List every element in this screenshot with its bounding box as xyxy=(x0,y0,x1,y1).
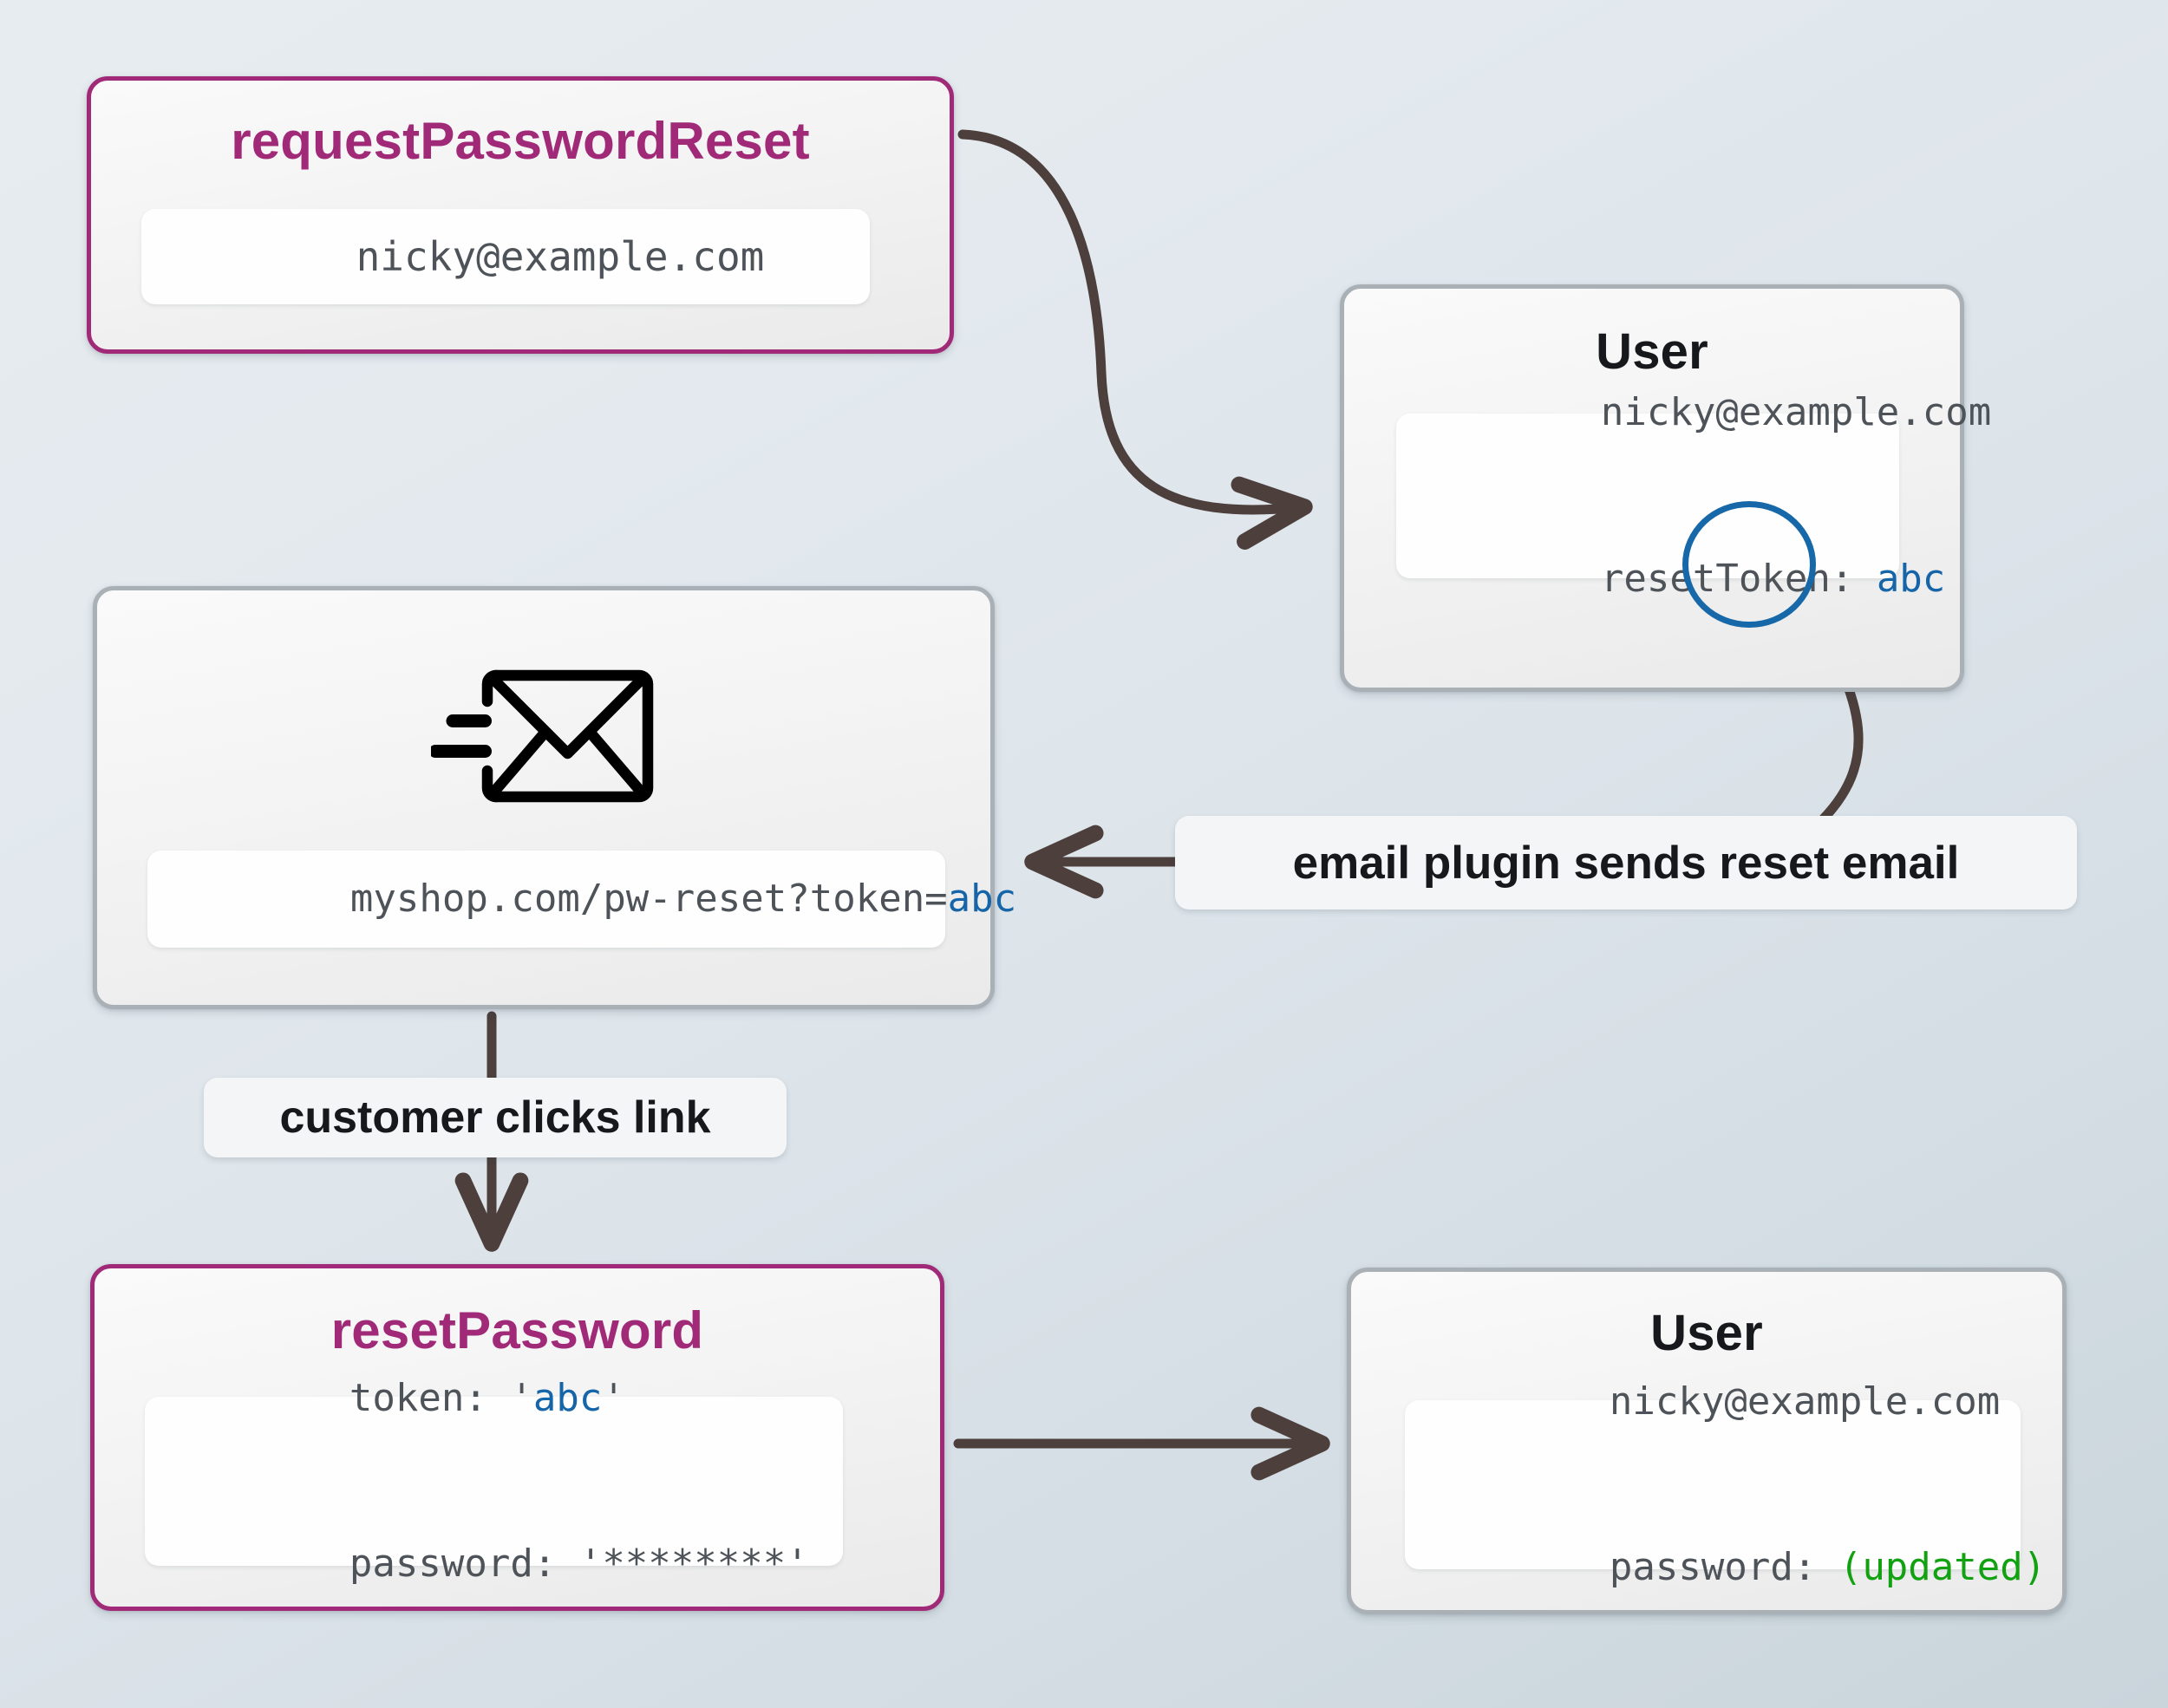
panel-line: myshop.com/pw-reset?token=abc xyxy=(167,816,1016,981)
edge-label-email-plugin: email plugin sends reset email xyxy=(1175,816,2077,909)
panel-user-updated: nicky@example.com password: (updated) xyxy=(1405,1379,2046,1589)
email-value: nicky@example.com xyxy=(1600,390,1992,435)
password-status: (updated) xyxy=(1838,1545,2047,1590)
panel-user-with-token: nicky@example.com resetToken: abc xyxy=(1396,390,1991,601)
reset-url-base: myshop.com/pw-reset?token= xyxy=(349,877,948,922)
panel-line: password: (updated) xyxy=(1426,1485,2046,1651)
panel-line: password: '********' xyxy=(166,1482,822,1647)
node-title-request-password-reset: requestPasswordReset xyxy=(231,112,810,170)
panel-line: resetToken: abc xyxy=(1417,496,1945,662)
edge-label-customer-clicks: customer clicks link xyxy=(204,1078,787,1157)
password-label: password: xyxy=(1609,1545,1839,1590)
panel-reset-password: token: 'abc' password: '********' xyxy=(145,1376,843,1586)
panel-line: nicky@example.com xyxy=(164,170,847,343)
token-label: token: ' xyxy=(349,1375,533,1420)
reset-url-token: abc xyxy=(947,877,1017,922)
token-value: abc xyxy=(532,1375,603,1420)
edge-label-text: customer clicks link xyxy=(279,1092,711,1143)
node-title-reset-password: resetPassword xyxy=(330,1301,704,1359)
email-value: nicky@example.com xyxy=(356,232,765,280)
node-user-updated[interactable]: User nicky@example.com password: (update… xyxy=(1347,1268,2067,1614)
email-value: nicky@example.com xyxy=(1609,1379,2001,1424)
node-title-user-with-token: User xyxy=(1596,323,1708,380)
send-email-icon xyxy=(97,658,990,814)
node-reset-password[interactable]: resetPassword token: 'abc' password: '**… xyxy=(90,1264,944,1611)
panel-line: token: 'abc' xyxy=(166,1315,822,1481)
panel-request-password-reset: nicky@example.com xyxy=(141,209,870,304)
panel-email-message: myshop.com/pw-reset?token=abc xyxy=(147,851,1016,948)
node-title-user-updated: User xyxy=(1650,1305,1763,1361)
panel-line: nicky@example.com xyxy=(1417,330,1991,496)
token-quote-close: ' xyxy=(602,1375,625,1420)
edge-request-to-user xyxy=(957,129,1313,550)
edge-label-text: email plugin sends reset email xyxy=(1292,837,1960,889)
node-email-message[interactable]: myshop.com/pw-reset?token=abc xyxy=(93,586,1016,1009)
reset-token-value: abc xyxy=(1876,556,1946,601)
password-value: password: '********' xyxy=(349,1542,809,1587)
panel-line: nicky@example.com xyxy=(1426,1319,2000,1484)
reset-token-label: resetToken: xyxy=(1600,556,1877,601)
node-request-password-reset[interactable]: requestPasswordReset nicky@example.com xyxy=(87,76,954,354)
node-user-with-token[interactable]: User nicky@example.com resetToken: abc xyxy=(1340,284,1991,692)
